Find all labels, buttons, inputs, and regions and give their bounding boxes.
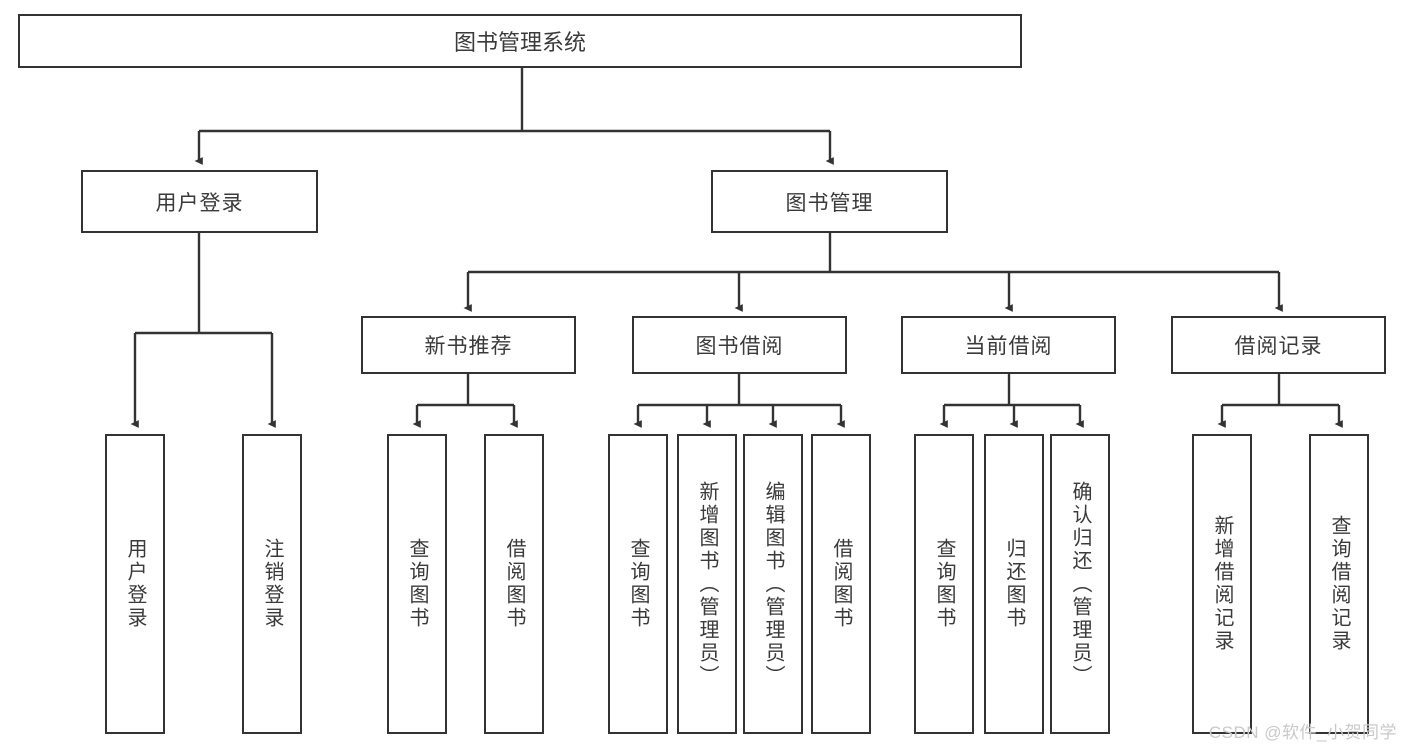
node-label: 当前借阅 [964, 335, 1053, 358]
node-label: 归还图书 [1003, 538, 1025, 630]
leaf-borrow-book-2[interactable]: 借阅图书 [811, 434, 871, 734]
node-label: 图书借阅 [695, 335, 784, 358]
leaf-borrow-book-1[interactable]: 借阅图书 [484, 434, 544, 734]
node-label: 编辑图书（管理员） [762, 480, 784, 688]
node-user-login[interactable]: 用户登录 [81, 170, 318, 233]
node-label: 查询借阅记录 [1328, 515, 1350, 653]
node-label: 图书管理 [785, 191, 874, 215]
leaf-confirm-return[interactable]: 确认归还（管理员） [1050, 434, 1110, 734]
node-current-borrow[interactable]: 当前借阅 [901, 316, 1116, 374]
node-book-manage[interactable]: 图书管理 [711, 170, 948, 233]
leaf-user-login[interactable]: 用户登录 [105, 434, 165, 734]
leaf-logout-login[interactable]: 注销登录 [242, 434, 302, 734]
leaf-query-record[interactable]: 查询借阅记录 [1309, 434, 1369, 734]
node-label: 用户登录 [155, 191, 244, 215]
node-label: 借阅记录 [1234, 335, 1323, 358]
node-new-book-recommend[interactable]: 新书推荐 [361, 316, 576, 374]
node-label: 图书管理系统 [453, 30, 586, 55]
node-label: 借阅图书 [503, 538, 525, 630]
node-label: 查询图书 [933, 538, 955, 630]
node-label: 新增图书（管理员） [696, 480, 718, 688]
csdn-watermark: CSDN @软件_小贺同学 [1208, 723, 1397, 742]
leaf-edit-book[interactable]: 编辑图书（管理员） [743, 434, 803, 734]
node-borrow-record[interactable]: 借阅记录 [1171, 316, 1386, 374]
node-book-borrow[interactable]: 图书借阅 [632, 316, 847, 374]
node-label: 新书推荐 [424, 335, 513, 358]
leaf-add-book[interactable]: 新增图书（管理员） [677, 434, 737, 734]
leaf-return-book[interactable]: 归还图书 [984, 434, 1044, 734]
node-label: 借阅图书 [830, 538, 852, 630]
node-label: 查询图书 [406, 538, 428, 630]
node-label: 查询图书 [627, 538, 649, 630]
leaf-query-book-1[interactable]: 查询图书 [387, 434, 447, 734]
leaf-query-book-3[interactable]: 查询图书 [914, 434, 974, 734]
node-root-system[interactable]: 图书管理系统 [18, 14, 1022, 68]
node-label: 用户登录 [124, 538, 146, 630]
leaf-query-book-2[interactable]: 查询图书 [608, 434, 668, 734]
node-label: 新增借阅记录 [1211, 515, 1233, 653]
leaf-add-record[interactable]: 新增借阅记录 [1192, 434, 1252, 734]
node-label: 注销登录 [261, 538, 283, 630]
node-label: 确认归还（管理员） [1069, 480, 1091, 688]
